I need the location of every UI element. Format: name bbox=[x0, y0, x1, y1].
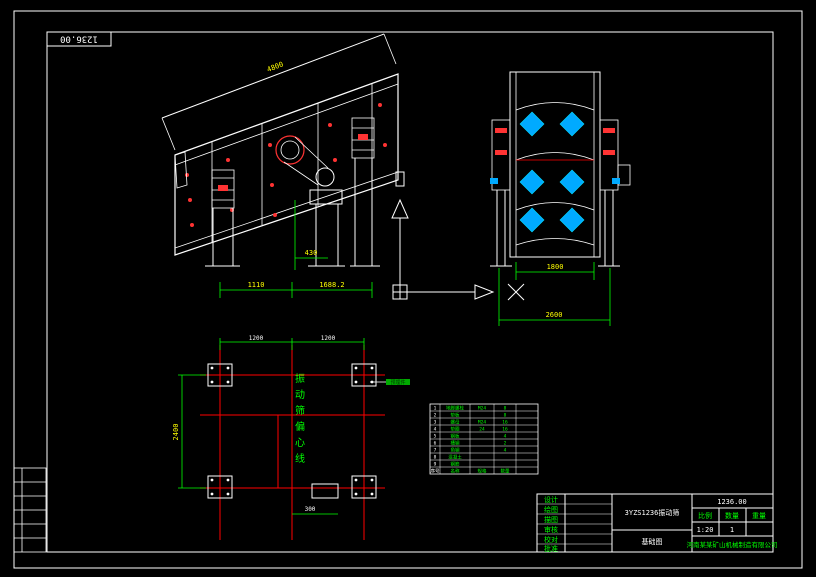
tb-drawing-type: 基础图 bbox=[642, 537, 663, 546]
svg-text:心: 心 bbox=[295, 437, 305, 449]
tb-role-designer: 设计 bbox=[544, 495, 558, 504]
parts-table-cell: 8 bbox=[434, 455, 437, 461]
tb-role-tracer: 描图 bbox=[544, 515, 558, 524]
parts-table-cell: 16 bbox=[502, 427, 508, 433]
svg-text:动: 动 bbox=[295, 389, 305, 401]
parts-table-cell: 9 bbox=[434, 462, 437, 468]
side-view-dim-right: 1688.2 bbox=[319, 281, 344, 289]
parts-table-cell: 8 bbox=[504, 406, 507, 412]
plan-leader-label: 预埋件 bbox=[390, 379, 405, 386]
parts-table-cell: 4 bbox=[434, 427, 437, 433]
tb-drawing-no: 1236.00 bbox=[717, 498, 747, 506]
tb-role-draftsman: 绘图 bbox=[544, 505, 558, 514]
title-block: 设计 绘图 描图 审核 校对 批准 3YZS1236振动筛 基础图 1236.0… bbox=[536, 493, 778, 553]
left-stub-table bbox=[13, 467, 47, 553]
parts-table-cell: 7 bbox=[434, 448, 437, 454]
tb-company: 河南某某矿山机械制造有限公司 bbox=[687, 540, 778, 549]
parts-table-cell: 数量 bbox=[501, 468, 510, 475]
parts-table-cell: 混凝土 bbox=[448, 454, 462, 461]
tb-product: 3YZS1236振动筛 bbox=[625, 508, 680, 517]
end-view-dim-inner: 1800 bbox=[547, 263, 564, 271]
tb-header-weight: 重量 bbox=[752, 512, 766, 520]
parts-table-cell: M24 bbox=[478, 420, 486, 426]
drawing-frame bbox=[13, 10, 803, 569]
tb-role-approver: 批准 bbox=[544, 544, 558, 553]
parts-table-cell: 垫圈 bbox=[451, 426, 460, 433]
parts-table-cell: 钢筋 bbox=[451, 461, 460, 468]
side-view-dim-left: 1110 bbox=[248, 281, 265, 289]
parts-table-cell: 24 bbox=[479, 427, 485, 433]
plan-dim-small: 300 bbox=[305, 506, 316, 513]
tb-role-reviewer: 审核 bbox=[544, 525, 558, 534]
parts-table-cell: 槽钢 bbox=[451, 440, 460, 447]
svg-text:线: 线 bbox=[295, 452, 305, 465]
parts-table-cell: 5 bbox=[434, 434, 437, 440]
plan-dim-height: 2400 bbox=[172, 424, 180, 441]
parts-table-cell: 规格 bbox=[478, 468, 487, 475]
end-view: 1800 2600 bbox=[490, 71, 631, 326]
parts-table-cell: 2 bbox=[504, 441, 507, 447]
side-view-top-dimension: 4800 bbox=[266, 60, 285, 73]
svg-text:筛: 筛 bbox=[295, 404, 305, 417]
tb-scale: 1:20 bbox=[697, 526, 714, 534]
plan-view: 1200 1200 2400 300 振 动 筛 偏 心 线 预埋件 bbox=[172, 335, 410, 540]
parts-table-cell: 地脚螺栓 bbox=[446, 405, 464, 412]
parts-table-cell: 2 bbox=[434, 413, 437, 419]
tb-role-checker: 校对 bbox=[544, 535, 558, 544]
parts-table-cell: 16 bbox=[502, 420, 508, 426]
rotated-drawing-number: 1236.00 bbox=[60, 34, 98, 44]
side-view-dim-height: 430 bbox=[305, 249, 318, 257]
tb-header-qty: 数量 bbox=[725, 511, 739, 520]
parts-table-cell: 8 bbox=[504, 413, 507, 419]
svg-text:振: 振 bbox=[295, 372, 305, 385]
parts-table-cell: M24 bbox=[478, 406, 486, 412]
tb-header-scale: 比例 bbox=[698, 511, 712, 520]
plan-vertical-note: 振 动 筛 偏 心 线 bbox=[295, 372, 305, 465]
parts-table-cell: 3 bbox=[434, 420, 437, 426]
view-direction-marks bbox=[391, 198, 525, 301]
end-view-dim-outer: 2600 bbox=[546, 311, 563, 319]
rotated-drawing-number-box: 1236.00 bbox=[46, 31, 112, 47]
plan-dim-top-left: 1200 bbox=[249, 335, 264, 342]
side-view: 4800 bbox=[161, 33, 405, 298]
parts-table-cell: 4 bbox=[504, 434, 507, 440]
svg-text:偏: 偏 bbox=[295, 420, 305, 433]
parts-table-cell: 角钢 bbox=[451, 447, 460, 454]
parts-table-cell: 6 bbox=[434, 441, 437, 447]
parts-table-cell: 1 bbox=[434, 406, 437, 412]
parts-table-cell: 4 bbox=[504, 448, 507, 454]
parts-table-cell: 螺母 bbox=[451, 419, 460, 426]
parts-table-cell: 序号 bbox=[431, 468, 440, 475]
parts-table-cell: 垫板 bbox=[451, 412, 460, 419]
parts-table-cell: 钢板 bbox=[451, 433, 460, 440]
plan-dim-top-right: 1200 bbox=[321, 335, 336, 342]
tb-qty: 1 bbox=[730, 526, 734, 534]
parts-table-cell: 名称 bbox=[451, 468, 460, 475]
